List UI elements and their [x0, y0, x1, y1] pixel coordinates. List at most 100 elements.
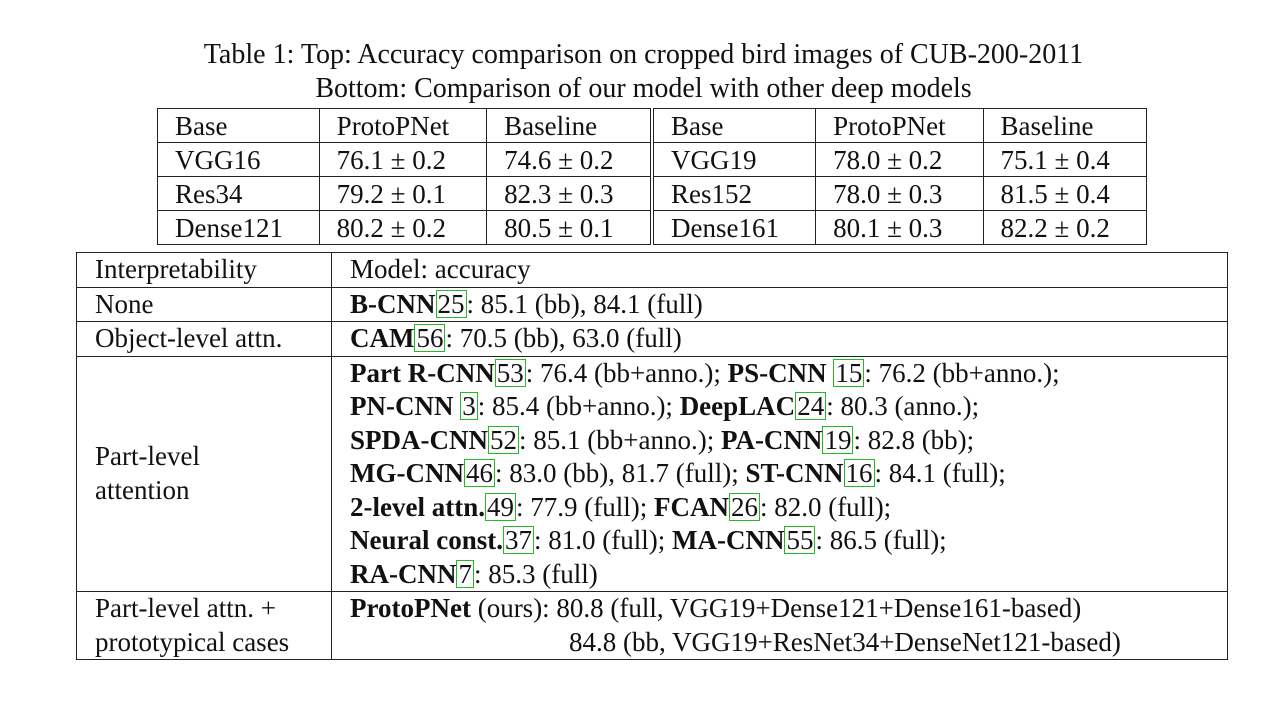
citation-link[interactable]: 19: [822, 424, 854, 455]
table-row: Part-level attn. +prototypical cases Pro…: [76, 591, 1228, 660]
model-name: B-CNN: [350, 288, 436, 319]
citation-link[interactable]: 7: [456, 558, 474, 589]
accuracy-text: : 81.0 (full);: [533, 525, 672, 555]
table-cell: Dense121: [157, 210, 320, 245]
model-accuracy-cell: Part R-CNN53: 76.4 (bb+anno.); PS-CNN 15…: [331, 355, 1228, 592]
citation-link[interactable]: 55: [784, 525, 816, 555]
model-name: MG-CNN: [350, 458, 464, 488]
citation-link[interactable]: 56: [414, 323, 446, 353]
model-name: ST-CNN: [745, 458, 844, 488]
model-name: MA-CNN: [671, 525, 785, 555]
model-accuracy-cell: ProtoPNet (ours): 80.8 (full, VGG19+Dens…: [331, 591, 1228, 660]
model-line: SPDA-CNN52: 85.1 (bb+anno.); PA-CNN19: 8…: [350, 424, 1227, 458]
model-line: PN-CNN 3: 85.4 (bb+anno.); DeepLAC24: 80…: [350, 390, 1227, 424]
model-line: ProtoPNet (ours): 80.8 (full, VGG19+Dens…: [350, 592, 1227, 626]
citation-link[interactable]: 52: [488, 424, 519, 455]
table-cell: 82.3 ± 0.3: [486, 176, 654, 211]
header-cell: Model: accuracy: [331, 252, 1228, 288]
accuracy-text: : 82.0 (full);: [759, 491, 892, 522]
citation-link[interactable]: 49: [484, 491, 516, 522]
header-cell: Base: [651, 108, 817, 143]
citation-link[interactable]: 24: [795, 391, 827, 421]
model-name: CAM: [350, 323, 415, 353]
accuracy-text: : 85.4 (bb+anno.);: [477, 391, 680, 421]
model-name: RA-CNN: [350, 558, 457, 589]
accuracy-text: : 85.3 (full): [473, 558, 598, 589]
model-name: 2-level attn.: [350, 491, 485, 522]
citation-link[interactable]: 53: [494, 357, 526, 388]
model-name: PS-CNN: [727, 357, 827, 388]
table-cell: 76.1 ± 0.2: [318, 142, 488, 177]
label-line: attention: [95, 474, 190, 505]
model-line: RA-CNN7: 85.3 (full): [350, 558, 1227, 592]
accuracy-text: : 77.9 (full);: [515, 491, 654, 522]
model-line: Neural const.37: 81.0 (full); MA-CNN55: …: [350, 524, 1227, 558]
table-cell: 78.0 ± 0.3: [815, 176, 984, 211]
model-line: 84.8 (bb, VGG19+ResNet34+DenseNet121-bas…: [569, 626, 1121, 657]
header-cell: ProtoPNet: [318, 108, 488, 143]
citation-link[interactable]: 46: [463, 458, 495, 488]
citation-link[interactable]: 16: [843, 458, 875, 488]
citation-link[interactable]: 3: [460, 391, 478, 421]
spacer: [453, 391, 460, 421]
table-cell: 80.1 ± 0.3: [815, 210, 984, 245]
header-cell: Baseline: [486, 108, 654, 143]
table-row: VGG16 76.1 ± 0.2 74.6 ± 0.2 VGG19 78.0 ±…: [157, 142, 1148, 177]
interpretability-cell: None: [76, 286, 332, 322]
model-line: 2-level attn.49: 77.9 (full); FCAN26: 82…: [350, 491, 1227, 525]
model-accuracy-cell: B-CNN25: 85.1 (bb), 84.1 (full): [331, 286, 1228, 322]
table-cell: VGG16: [157, 142, 320, 177]
table-cell: Dense161: [651, 210, 817, 245]
label-line: Part-level attn. +: [95, 593, 276, 623]
accuracy-text: : 70.5 (bb), 63.0 (full): [445, 323, 682, 353]
table-cell: Res34: [157, 176, 320, 211]
table-header-row: Interpretability Model: accuracy: [76, 252, 1228, 288]
model-name: Neural const.: [350, 525, 503, 555]
header-cell: ProtoPNet: [815, 108, 984, 143]
table-caption-line-2: Bottom: Comparison of our model with oth…: [315, 73, 972, 104]
table-cell: 78.0 ± 0.2: [815, 142, 984, 177]
accuracy-text: : 86.5 (full);: [815, 525, 947, 555]
label-line: Part-level: [95, 441, 200, 472]
accuracy-text: : 85.1 (bb), 84.1 (full): [466, 288, 703, 319]
table-cell: 80.2 ± 0.2: [318, 210, 488, 245]
model-name: PN-CNN: [350, 391, 454, 421]
citation-link[interactable]: 15: [833, 357, 865, 388]
header-cell: Interpretability: [76, 252, 332, 288]
accuracy-text: : 80.3 (anno.);: [826, 391, 980, 421]
model-name: ProtoPNet: [350, 593, 471, 623]
table-cell: 74.6 ± 0.2: [486, 142, 654, 177]
interpretability-cell: Part-level attn. +prototypical cases: [76, 591, 332, 660]
table-row: Res34 79.2 ± 0.1 82.3 ± 0.3 Res152 78.0 …: [157, 176, 1148, 211]
table-row: Object-level attn. CAM56: 70.5 (bb), 63.…: [76, 321, 1228, 357]
accuracy-text: : 76.4 (bb+anno.);: [525, 357, 728, 388]
model-line: Part R-CNN53: 76.4 (bb+anno.); PS-CNN 15…: [350, 357, 1227, 391]
deep-models-comparison-table: Interpretability Model: accuracy None B-…: [76, 252, 1228, 660]
citation-link[interactable]: 37: [502, 525, 534, 555]
citation-link[interactable]: 26: [728, 491, 760, 522]
table-caption-line-1: Table 1: Top: Accuracy comparison on cro…: [203, 39, 1084, 70]
table-cell: VGG19: [651, 142, 817, 177]
header-cell: Base: [157, 108, 320, 143]
accuracy-text: (ours): 80.8 (full, VGG19+Dense121+Dense…: [470, 593, 1082, 623]
model-name: DeepLAC: [679, 391, 796, 421]
model-name: PA-CNN: [720, 424, 823, 455]
model-name: Part R-CNN: [350, 357, 495, 388]
model-accuracy-cell: CAM56: 70.5 (bb), 63.0 (full): [331, 321, 1228, 357]
model-name: FCAN: [653, 491, 729, 522]
model-name: SPDA-CNN: [350, 424, 488, 455]
table-row: None B-CNN25: 85.1 (bb), 84.1 (full): [76, 286, 1228, 322]
interpretability-cell: Object-level attn.: [76, 321, 332, 357]
table-cell: 82.2 ± 0.2: [982, 210, 1148, 245]
model-line: MG-CNN46: 83.0 (bb), 81.7 (full); ST-CNN…: [350, 457, 1227, 491]
table-cell: Res152: [651, 176, 817, 211]
accuracy-text: : 83.0 (bb), 81.7 (full);: [494, 458, 746, 488]
table-cell: 80.5 ± 0.1: [486, 210, 654, 245]
accuracy-comparison-table: Base ProtoPNet Baseline Base ProtoPNet B…: [157, 108, 1148, 245]
table-cell: 75.1 ± 0.4: [982, 142, 1148, 177]
citation-link[interactable]: 25: [435, 288, 467, 319]
header-cell: Baseline: [982, 108, 1148, 143]
label-line: prototypical cases: [95, 626, 290, 657]
table-cell: 79.2 ± 0.1: [318, 176, 488, 211]
